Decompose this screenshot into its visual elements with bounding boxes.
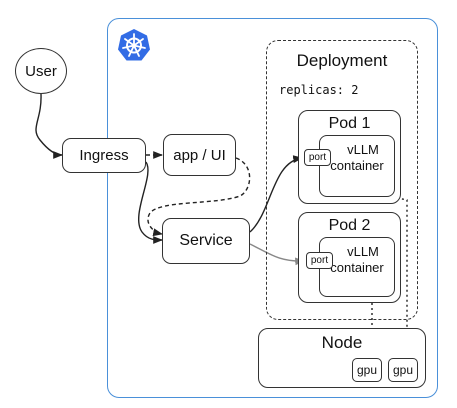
vllm-container-1: vLLM container (319, 135, 395, 197)
user-node: User (15, 48, 67, 94)
node-title: Node (321, 333, 363, 352)
pod-2-title: Pod 2 (328, 217, 371, 234)
app-ui-node: app / UI (163, 134, 236, 176)
arrow-service-to-pod1-port (249, 155, 303, 233)
ingress-node: Ingress (62, 138, 146, 173)
gpu-badge: gpu (352, 358, 382, 382)
dotted-pod1-to-gpu (396, 197, 411, 357)
pod-1: Pod 1 vLLM container port (298, 110, 401, 204)
container-label: container (330, 158, 384, 173)
pod-2: Pod 2 vLLM container port (298, 212, 401, 303)
vllm-label: vLLM (347, 244, 379, 259)
gpu-badge: gpu (388, 358, 418, 382)
arrow-ingress-to-service (137, 161, 163, 244)
kubernetes-icon (118, 29, 150, 61)
service-node: Service (162, 218, 250, 264)
vllm-label: vLLM (347, 142, 379, 157)
pod-1-title: Pod 1 (328, 115, 371, 132)
deployment-group: Deployment replicas: 2 (266, 40, 418, 320)
vllm-container-2: vLLM container (319, 237, 395, 297)
arrow-user-to-ingress (35, 93, 63, 159)
kubernetes-cluster-boundary (107, 18, 438, 398)
port-badge: port (304, 149, 331, 166)
port-badge: port (306, 252, 333, 269)
container-label: container (330, 260, 384, 275)
replicas-label: replicas: 2 (279, 83, 359, 97)
deployment-title: Deployment (296, 51, 388, 70)
arrow-app-to-service (147, 157, 251, 237)
node-box: Node gpu gpu (258, 328, 426, 388)
